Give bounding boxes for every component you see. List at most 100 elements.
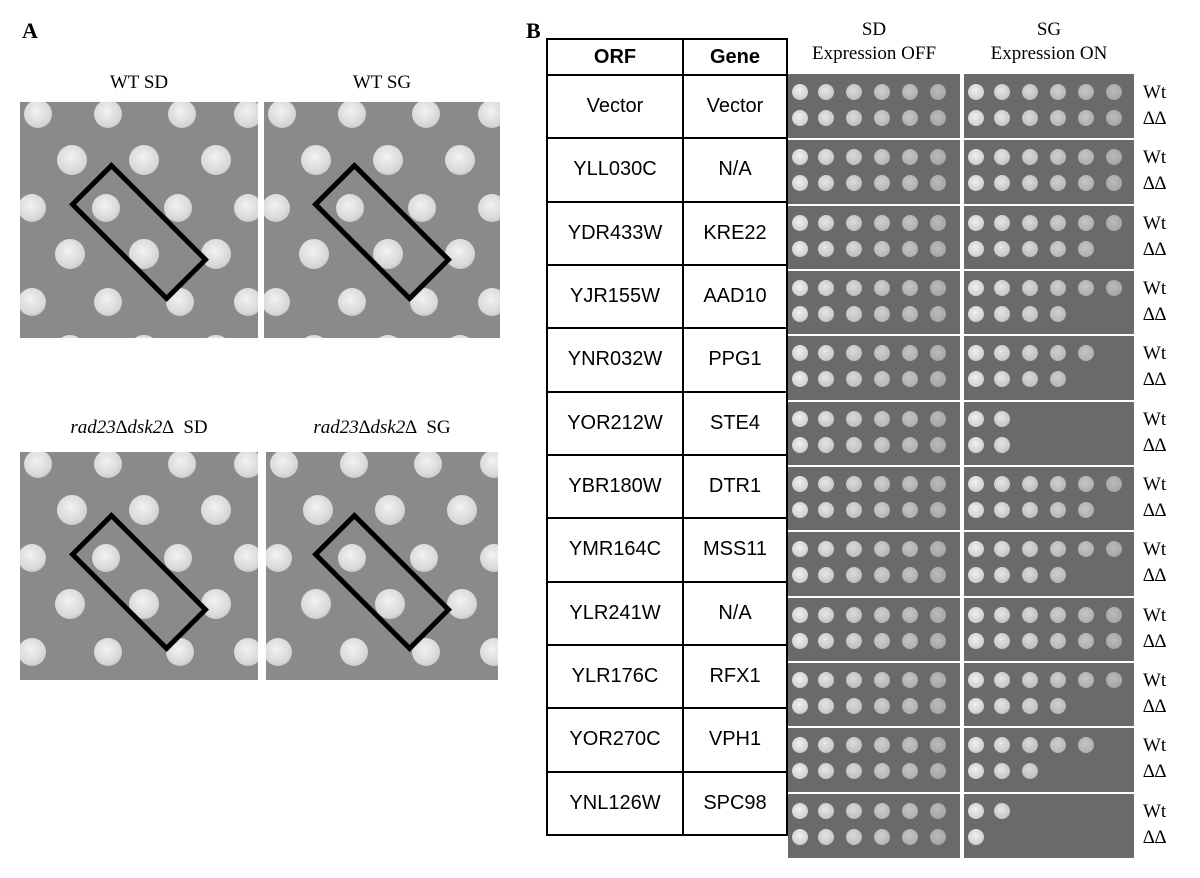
growth-spot-wt — [994, 737, 1010, 754]
growth-spot-wt — [1078, 541, 1094, 558]
growth-spot-wt — [818, 737, 834, 754]
growth-spot-mutant — [1022, 306, 1038, 322]
colony — [480, 544, 498, 572]
colony — [55, 589, 85, 619]
strain-label-mutant: ∆∆ — [1143, 500, 1167, 521]
colony — [478, 102, 500, 128]
growth-spot-wt — [1022, 345, 1038, 362]
growth-spot-mutant — [1050, 240, 1066, 257]
colony — [408, 194, 436, 222]
growth-spot-mutant — [874, 436, 890, 453]
colony — [373, 145, 403, 175]
growth-spot-mutant — [874, 763, 890, 780]
growth-spot-wt — [968, 410, 984, 427]
growth-spot-mutant — [846, 306, 862, 322]
growth-spot-mutant — [902, 632, 918, 649]
growth-spot-wt — [874, 214, 890, 231]
table-header-row: ORF Gene — [546, 38, 788, 76]
growth-spot-mutant — [930, 828, 946, 845]
growth-spot-mutant — [874, 371, 890, 388]
growth-spot-mutant — [994, 240, 1010, 257]
colony — [166, 638, 194, 666]
growth-spot-wt — [1106, 606, 1122, 623]
colony — [201, 145, 231, 175]
growth-spot-mutant — [1022, 110, 1038, 126]
growth-spot-wt — [1106, 84, 1122, 100]
colony — [201, 335, 231, 338]
strain-label-wt: Wt — [1143, 474, 1167, 495]
orf-cell: YLR241W — [546, 580, 684, 646]
growth-spot-wt — [994, 606, 1010, 623]
growth-spot-wt — [792, 149, 808, 166]
growth-spot-mutant — [874, 306, 890, 322]
strain-label-wt: Wt — [1143, 408, 1167, 430]
growth-spot-wt — [968, 280, 984, 296]
growth-spot-wt — [902, 541, 918, 558]
growth-spot-wt — [874, 149, 890, 166]
sd-condition-header: SD Expression OFF — [788, 18, 960, 66]
growth-spot-wt — [1106, 541, 1122, 558]
row-divider — [788, 334, 960, 337]
strain-label-mutant: ∆∆ — [1143, 761, 1167, 783]
sd-spot-panel — [788, 74, 960, 858]
growth-spot-mutant — [1050, 175, 1066, 192]
sg-spot-panel — [964, 74, 1134, 858]
growth-spot-wt — [792, 737, 808, 754]
plate-label-wt-sg: WT SG — [352, 72, 412, 93]
growth-spot-wt — [1078, 476, 1094, 492]
growth-spot-mutant — [994, 502, 1010, 518]
row-divider — [964, 595, 1134, 598]
row-divider — [964, 399, 1134, 402]
colony — [166, 288, 194, 316]
growth-spot-wt — [792, 214, 808, 231]
growth-spot-mutant — [994, 763, 1010, 780]
growth-spot-mutant — [902, 828, 918, 845]
strain-label-wt: Wt — [1143, 539, 1167, 561]
colony — [338, 544, 366, 572]
growth-spot-wt — [1050, 84, 1066, 100]
gene-cell: DTR1 — [682, 453, 788, 520]
growth-spot-wt — [1050, 737, 1066, 754]
gene-cell: PPG1 — [682, 327, 788, 393]
growth-spot-mutant — [846, 698, 862, 714]
growth-spot-mutant — [930, 567, 946, 584]
colony — [57, 145, 87, 175]
growth-spot-wt — [846, 149, 862, 166]
growth-spot-wt — [1078, 149, 1094, 166]
strain-label-wt: Wt — [1143, 604, 1167, 626]
growth-spot-mutant — [930, 240, 946, 257]
row-divider — [788, 791, 960, 794]
growth-spot-mutant — [994, 567, 1010, 584]
growth-spot-mutant — [874, 502, 890, 518]
growth-spot-wt — [1106, 672, 1122, 688]
strain-label-mutant: ∆∆ — [1143, 304, 1167, 325]
colony — [299, 335, 329, 338]
colony — [94, 288, 122, 316]
growth-spot-wt — [994, 149, 1010, 166]
panel-a-letter: A — [22, 18, 38, 43]
colony — [414, 452, 442, 478]
growth-spot-mutant — [902, 567, 918, 584]
growth-spot-mutant — [792, 567, 808, 584]
growth-spot-mutant — [968, 632, 984, 649]
growth-spot-mutant — [1106, 175, 1122, 192]
growth-spot-wt — [874, 802, 890, 819]
growth-spot-wt — [818, 280, 834, 296]
colony — [92, 194, 120, 222]
growth-spot-wt — [1078, 672, 1094, 688]
growth-spot-wt — [1022, 606, 1038, 623]
growth-spot-wt — [846, 280, 862, 296]
growth-spot-mutant — [792, 436, 808, 453]
row-divider — [788, 595, 960, 598]
colony — [340, 638, 368, 666]
mutant-genotype: rad23∆dsk2∆ — [313, 417, 417, 438]
growth-spot-wt — [1022, 214, 1038, 231]
growth-spot-mutant — [818, 110, 834, 126]
growth-spot-mutant — [846, 436, 862, 453]
growth-spot-mutant — [902, 502, 918, 518]
growth-spot-wt — [930, 606, 946, 623]
colony — [264, 194, 290, 222]
sd-expression: Expression OFF — [811, 43, 937, 64]
growth-spot-wt — [874, 606, 890, 623]
